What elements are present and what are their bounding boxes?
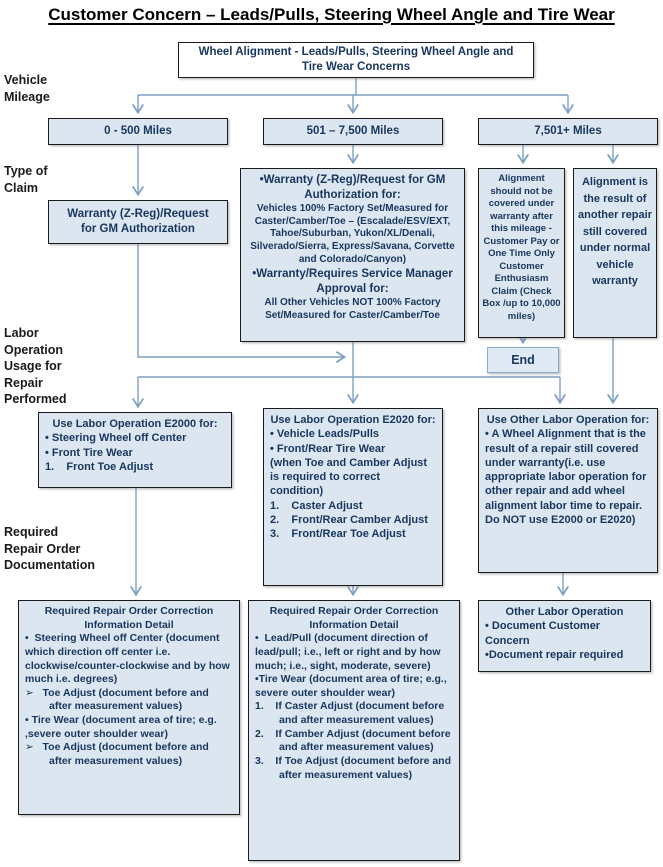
claim-mid-body-1: Vehicles 100% Factory Set/Measured for C… [250,202,455,266]
e2020-item: • Front/Rear Tire Wear [270,442,386,455]
row-label-required-repair-order-documentation: Required Repair Order Documentation [4,525,95,572]
row-label-vehicle-mileage: Vehicle Mileage [4,73,50,104]
claim-mid-body-2: All Other Vehicles NOT 100% Factory Set/… [264,296,441,321]
e2000-item: • Front Tire Wear [45,446,133,459]
node-mileage-0-500: 0 - 500 Miles [48,118,228,145]
node-mileage-7501-plus: 7,501+ Miles [478,118,658,145]
node-warranty-authorization-detail: •Warranty (Z-Reg)/Request for GM Authori… [240,168,465,342]
other-op-body: • A Wheel Alignment that is the result o… [485,428,650,527]
node-alignment-result-of-repair: Alignment is the result of another repai… [573,168,657,338]
node-doc-other-labor-operation: Other Labor Operation • Document Custome… [478,600,651,672]
row-label-type-of-claim: Type of Claim [4,164,48,195]
doc-mid-item: 2. If Camber Adjust (document before and… [255,727,454,754]
e2020-item: 1. Caster Adjust [270,499,363,512]
node-doc-detail-e2020: Required Repair Order Correction Informa… [248,600,460,861]
node-wheel-alignment-concerns: Wheel Alignment - Leads/Pulls, Steering … [178,42,534,78]
node-end: End [487,347,559,373]
doc-left-item: • Tire Wear (document area of tire; e.g.… [25,714,220,740]
e2000-item: 1. Front Toe Adjust [45,460,154,473]
e2000-heading: Use Labor Operation E2000 for: [52,418,218,430]
doc-right-item: • Document Customer Concern [485,620,604,647]
e2000-item: • Steering Wheel off Center [45,432,187,445]
doc-left-item: ➢ Toe Adjust (document before and after … [25,741,212,768]
node-other-labor-operation: Use Other Labor Operation for: • A Wheel… [478,408,658,573]
e2020-item: 3. Front/Rear Toe Adjust [270,528,406,541]
doc-mid-item: •Tire Wear (document area of tire; e.g.,… [255,673,450,699]
doc-left-item: • Steering Wheel off Center (document wh… [25,632,233,686]
doc-right-heading: Other Labor Operation [505,606,624,618]
e2020-item: • Vehicle Leads/Pulls [270,428,380,441]
node-mileage-501-7500: 501 – 7,500 Miles [263,118,443,145]
node-warranty-zreg-request: Warranty (Z-Reg)/Request for GM Authoriz… [48,200,228,244]
claim-mid-heading-1: •Warranty (Z-Reg)/Request for GM Authori… [259,174,446,201]
node-labor-operation-e2000: Use Labor Operation E2000 for: • Steerin… [38,412,232,488]
doc-mid-heading: Required Repair Order Correction Informa… [269,605,439,631]
e2020-item: (when Toe and Camber Adjust is required … [270,456,431,498]
doc-mid-item: • Lead/Pull (document direction of lead/… [255,632,444,672]
doc-mid-item: 1. If Caster Adjust (document before and… [255,700,448,727]
claim-mid-heading-2: •Warranty/Requires Service Manager Appro… [252,267,453,295]
doc-left-heading: Required Repair Order Correction Informa… [44,605,214,631]
doc-left-item: ➢ Toe Adjust (document before and after … [25,686,212,713]
e2020-heading: Use Labor Operation E2020 for: [270,414,436,426]
e2020-item: 2. Front/Rear Camber Adjust [270,514,428,527]
doc-mid-item: 3. If Toe Adjust (document before and af… [255,755,454,781]
page-title: Customer Concern – Leads/Pulls, Steering… [48,5,615,24]
doc-right-item: •Document repair required [485,648,624,661]
row-label-labor-operation-usage: Labor Operation Usage for Repair Perform… [4,326,67,406]
other-op-heading: Use Other Labor Operation for: [486,414,650,426]
node-not-covered-customer-pay: Alignment should not be covered under wa… [478,168,565,338]
node-labor-operation-e2020: Use Labor Operation E2020 for: • Vehicle… [263,408,443,586]
node-doc-detail-e2000: Required Repair Order Correction Informa… [18,600,240,815]
